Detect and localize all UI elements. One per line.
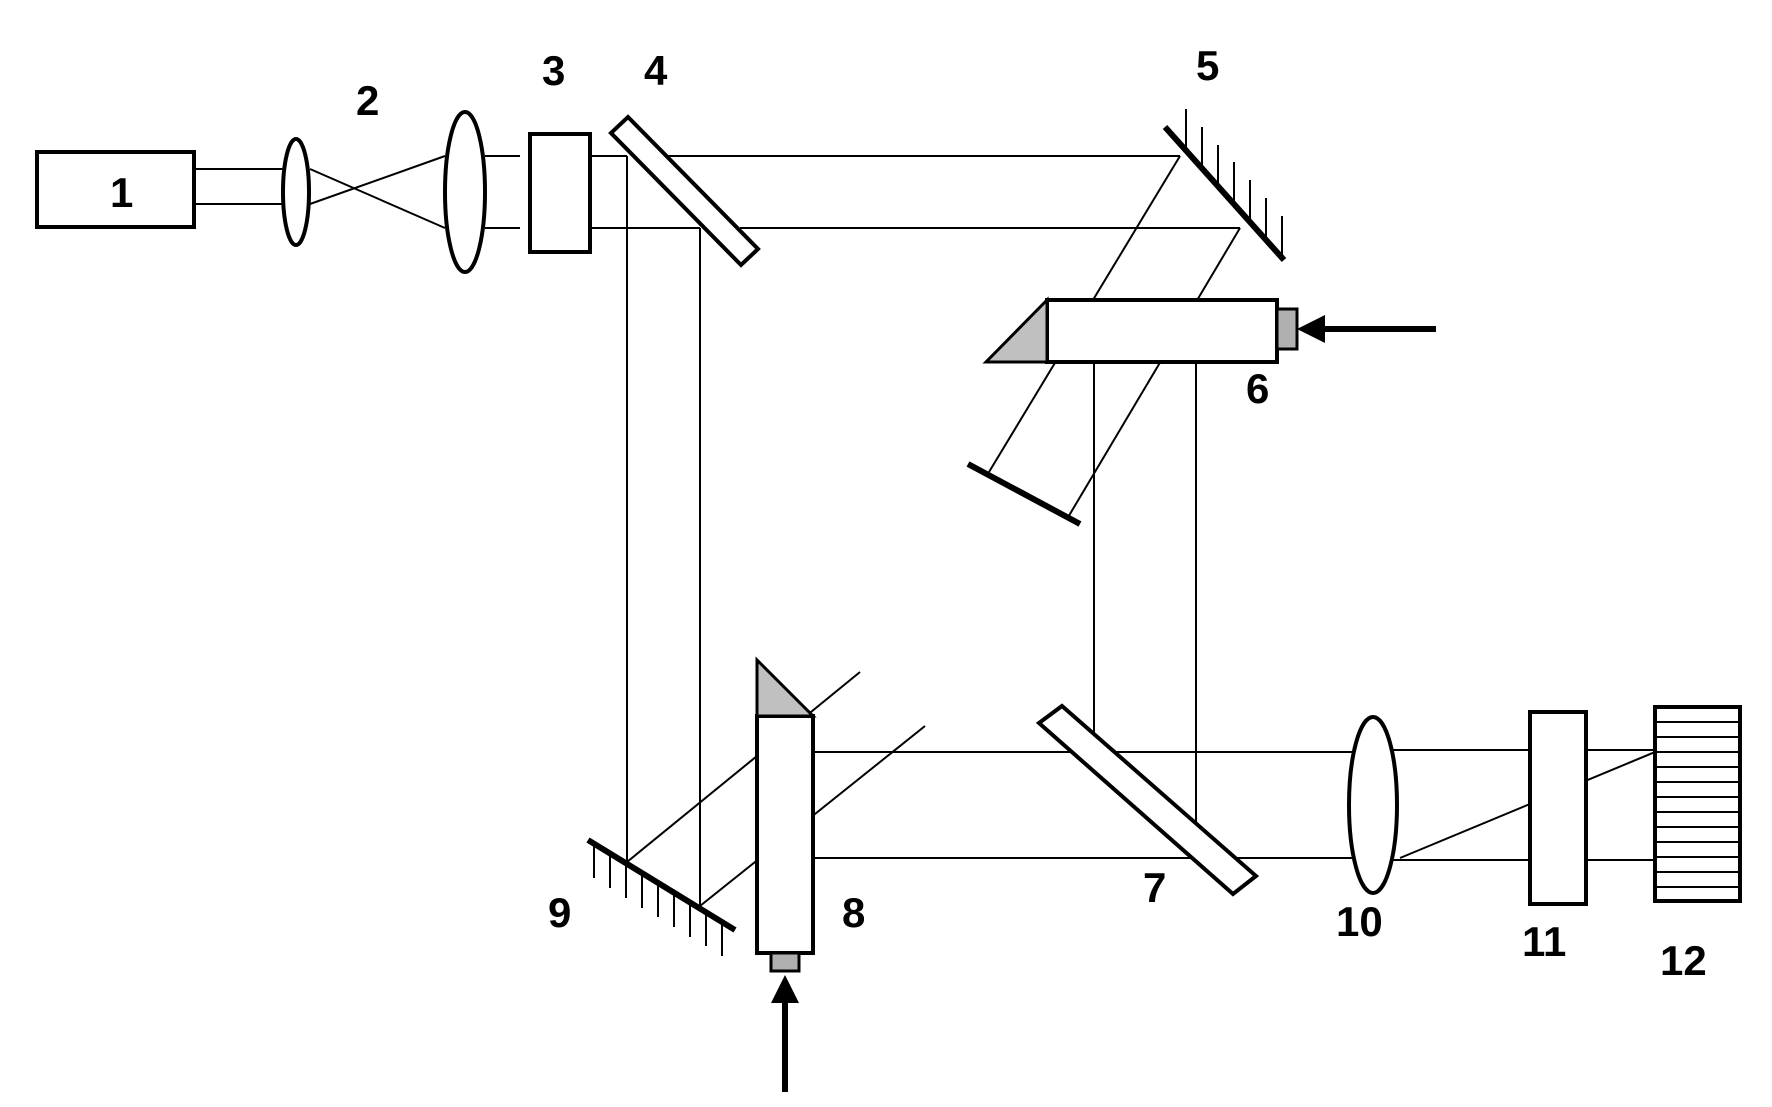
arrow-icon [1297,315,1325,343]
label-11: 11 [1522,918,1566,965]
lens-10 [1347,715,1399,895]
laser-source [35,150,196,229]
beam-splitter-7 [1035,703,1260,897]
detector-12 [1653,705,1742,903]
mirror-5 [1162,109,1287,263]
label-6: 6 [1246,365,1269,412]
beam-expander [281,110,487,274]
label-8: 8 [842,889,865,936]
arrow-icon [771,975,799,1003]
label-12: 12 [1660,937,1707,984]
label-10: 10 [1336,898,1383,945]
beam-paths [195,155,1656,907]
mirror-9 [586,837,737,956]
label-9: 9 [548,889,571,936]
label-3: 3 [542,47,565,94]
translation-stage-8 [755,656,817,1092]
label-2: 2 [356,77,379,124]
label-4: 4 [644,47,668,94]
retro-mirror [966,461,1082,527]
component-labels: 1 2 3 4 5 6 7 8 9 10 11 12 [110,42,1707,984]
label-1: 1 [110,169,133,216]
translation-stage-6 [982,296,1436,364]
optical-element-3 [528,132,592,254]
beam-splitter-4 [608,114,761,268]
label-7: 7 [1143,864,1166,911]
optical-element-11 [1528,710,1588,906]
label-5: 5 [1196,42,1219,89]
